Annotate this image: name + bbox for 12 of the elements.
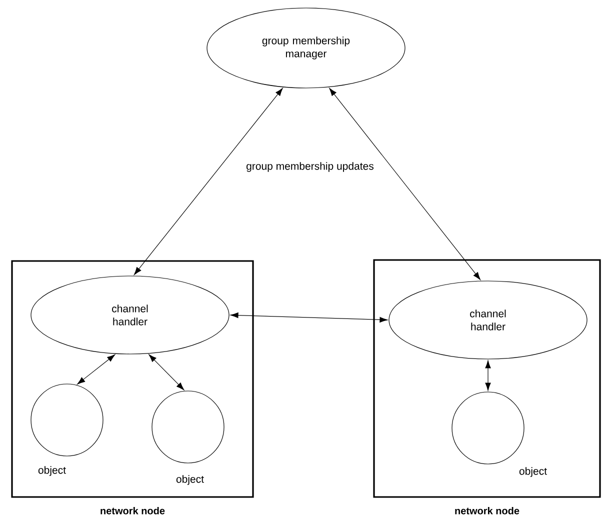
object-label: object <box>38 466 66 476</box>
object-label: object <box>176 475 204 485</box>
arrow <box>485 360 491 391</box>
annotation: group membership updates <box>245 161 375 173</box>
arrow <box>77 354 116 384</box>
arrow <box>148 354 184 390</box>
arrow <box>230 312 388 323</box>
node-label: network node <box>455 507 520 514</box>
arrow <box>329 88 481 280</box>
arrow <box>134 88 283 275</box>
node-label: network node <box>100 507 165 514</box>
object-label: object <box>519 467 547 477</box>
